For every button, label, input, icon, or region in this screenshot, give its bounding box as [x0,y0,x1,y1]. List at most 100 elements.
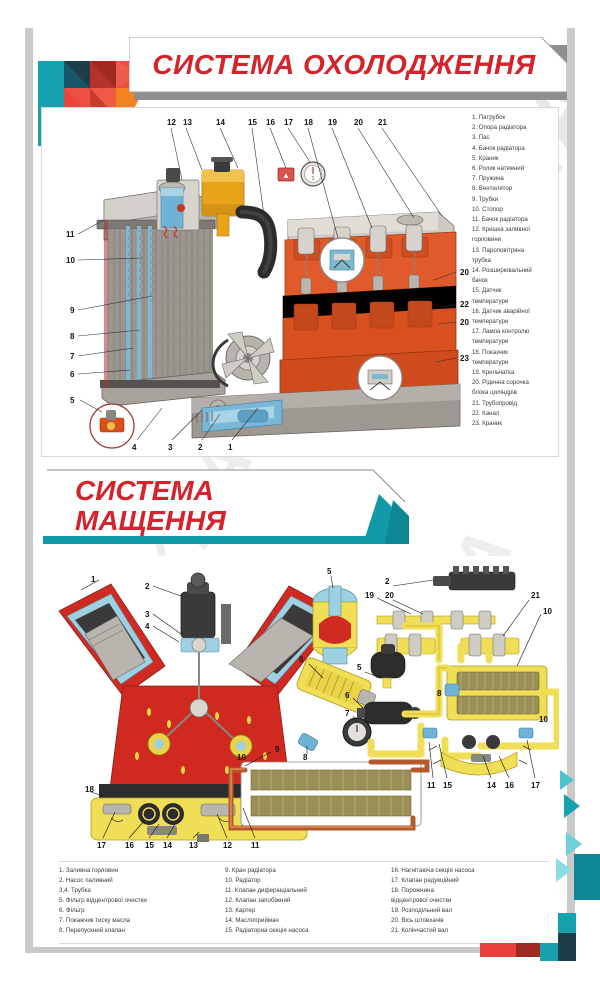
svg-text:15: 15 [443,781,452,790]
legend1-item: 15. Датчик [472,287,502,295]
schematic-pump [428,735,532,776]
centrifugal-filter-cutaway [312,585,358,665]
legend2-item: відцентрової очистки [391,897,452,904]
legend2-item: 20. Вісь штовхачів [391,917,444,924]
legend1-item: 2. Опора радіатора [472,124,527,132]
legend2-item: 1. Заливна горловин [59,867,119,874]
svg-text:13: 13 [189,841,198,850]
schematic-centrifugal-filter [370,644,406,689]
legend2-item: 21. Колінчастий вал [391,927,449,934]
svg-text:19: 19 [365,591,374,600]
svg-text:11: 11 [251,841,260,850]
svg-text:8: 8 [303,753,308,762]
cooling-system-illustration: ▲ 1 [42,108,472,456]
section2-banner: СИСТЕМА МАЩЕННЯ [33,468,483,554]
section1-legend: 1. Патрубок 2. Опора радіатора 3. Пас 4.… [472,113,556,453]
svg-text:10: 10 [539,715,548,724]
legend1-item: 3. Пас [472,134,490,142]
svg-text:16: 16 [125,841,134,850]
legend2-item: 19. Розподільний вал [391,907,453,914]
svg-text:22: 22 [460,300,469,309]
legend2-item: 3,4. Трубка [59,887,91,894]
legend2-item: 6. Фільтр [59,907,85,914]
legend2-column-2: 9. Кран радіатора 10. Радіатор 11. Клапа… [225,866,383,938]
svg-text:17: 17 [97,841,106,850]
svg-text:2: 2 [198,443,203,452]
expansion-tank [201,157,245,237]
svg-text:13: 13 [183,118,192,127]
legend1-item: 19. Крильчатка [472,369,515,377]
legend1-item: 10. Стопор [472,205,503,213]
svg-text:7: 7 [70,352,75,361]
svg-text:21: 21 [531,591,540,600]
oil-cooler-radiator [228,759,430,831]
cooling-system-panel: ▲ 1 [41,107,559,457]
svg-text:20: 20 [354,118,363,127]
svg-text:5: 5 [357,663,362,672]
legend1-item: 1. Патрубок [472,114,506,121]
legend1-item: 6. Ролик натяжний [472,165,525,173]
svg-text:15: 15 [248,118,257,127]
section2-title-line2: МАЩЕННЯ [75,505,226,536]
svg-text:20: 20 [460,268,469,277]
legend2-column-1: 1. Заливна горловин 2. Насос паливний 3,… [59,866,217,938]
svg-text:5: 5 [70,396,75,405]
svg-text:18: 18 [304,118,313,127]
svg-text:21: 21 [378,118,387,127]
legend1-item: температури [472,358,509,366]
svg-text:▲: ▲ [282,171,290,180]
legend1-item: трубка [472,256,491,264]
temperature-gauge: 1 [300,161,326,187]
legend1-item: 11. Бачок радіатора [472,216,528,224]
legend2-item: 5. Фільтр відцентрової очистки [59,897,147,904]
svg-text:15: 15 [145,841,154,850]
legend1-item: температури [472,297,509,305]
svg-text:17: 17 [284,118,293,127]
schematic-radiator [446,665,548,721]
legend1-item: 13. Пароповітряна [472,246,525,254]
coolant-jacket [191,399,283,433]
detail-inset-lower [357,355,403,401]
legend2-divider-top [59,861,549,862]
svg-text:16: 16 [266,118,275,127]
section2-legend: 1. Заливна горловин 2. Насос паливний 3,… [59,866,549,938]
fuel-pump [180,572,231,653]
legend1-item: 8. Вентилятор [472,185,513,193]
legend1-item: 14. Розширювальний [472,267,532,275]
svg-text:12: 12 [223,841,232,850]
right-edge-accent-2 [566,832,582,856]
legend2-item: 8. Перепускний клапан [59,927,125,934]
legend1-item: 22. Канал [472,409,500,417]
svg-text:5: 5 [327,567,332,576]
detail-inset-upper [319,237,365,283]
svg-text:20: 20 [460,318,469,327]
legend1-item: 23. Краник [472,420,502,428]
legend1-item: 4. Бачок радіатора [472,144,525,152]
svg-text:1: 1 [228,443,233,452]
legend2-item: 9. Кран радіатора [225,867,276,874]
svg-text:14: 14 [487,781,496,790]
svg-text:6: 6 [345,691,350,700]
svg-text:12: 12 [167,118,176,127]
section1-banner: СИСТЕМА ОХОЛОДЖЕННЯ [129,37,567,100]
legend2-item: 12. Клапан запобіжний [225,897,291,904]
filler-cap-assembly [156,168,200,239]
legend2-item: 15. Радіаторна секція насоса [225,927,309,934]
water-pump-fan [209,331,275,417]
svg-text:1: 1 [91,575,96,584]
section1-title: СИСТЕМА ОХОЛОДЖЕННЯ [152,48,536,80]
legend2-item: 14. Маслоприймач [225,917,279,924]
svg-text:11: 11 [66,230,75,239]
svg-text:4: 4 [145,622,150,631]
svg-text:10: 10 [543,607,552,616]
legend1-item: горловини [472,236,502,244]
svg-text:10: 10 [237,753,246,762]
legend1-item: 5. Краник [472,154,499,162]
svg-text:1: 1 [312,176,315,182]
svg-text:7: 7 [345,709,350,718]
right-edge-accent [560,770,580,818]
svg-text:10: 10 [66,256,75,265]
svg-text:14: 14 [163,841,172,850]
